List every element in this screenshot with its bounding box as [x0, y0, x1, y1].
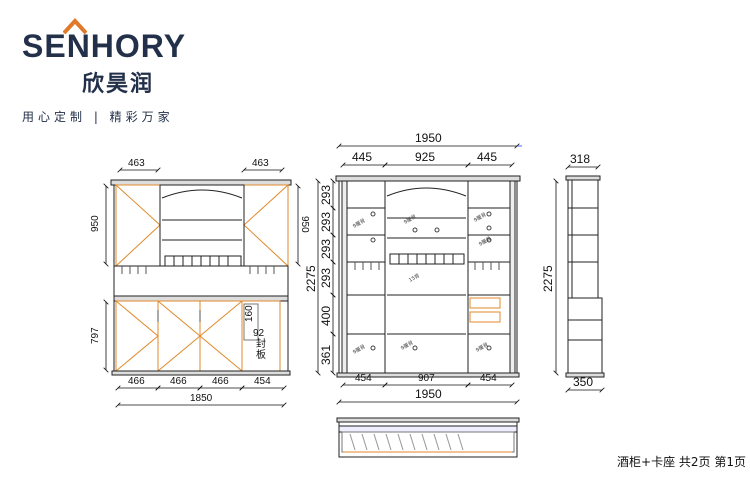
front-note-8: 9厘背 [475, 341, 490, 354]
left-total-width: 1850 [190, 393, 213, 404]
left-bottom-width-3: 466 [212, 376, 229, 387]
slogan: 用心定制 | 精彩万家 [22, 110, 174, 124]
left-upper-height: 950 [90, 215, 101, 232]
plan-view [336, 417, 520, 458]
front-note-1: 9厘背 [352, 217, 367, 230]
left-upper-height-right: 950 [299, 216, 310, 233]
front-shelf-height-5: 400 [319, 306, 333, 326]
front-note-2: 9厘背 [403, 213, 418, 226]
brand-logo: SENHORY 欣昊润 用心定制 | 精彩万家 [22, 8, 222, 128]
front-note-6: 9厘背 [352, 343, 367, 356]
side-elevation [565, 175, 605, 378]
front-bottom-width-2: 907 [418, 373, 435, 384]
left-bottom-width-2: 466 [170, 376, 187, 387]
side-height: 2275 [541, 265, 555, 292]
front-dimensions [318, 146, 522, 402]
left-panel-label-2: 板 [256, 348, 266, 361]
front-upper-total: 2275 [304, 265, 318, 292]
left-dimensions [106, 170, 298, 405]
front-section-width-2: 925 [415, 150, 435, 164]
front-note-4: 9厘背 [478, 235, 493, 248]
side-depth-top: 318 [570, 152, 590, 166]
front-bottom-width-3: 454 [480, 373, 497, 384]
side-depth-bottom: 350 [573, 375, 593, 389]
front-note-5: 15背 [408, 272, 421, 284]
roof-icon [63, 18, 87, 34]
left-elevation [110, 179, 292, 376]
left-panel-label-1: 封 [256, 337, 266, 350]
left-lower-height: 797 [90, 327, 101, 344]
front-total-width-bottom: 1950 [415, 387, 442, 401]
left-small-dim-2: 92 [253, 328, 265, 339]
front-shelf-height-4: 293 [319, 268, 333, 288]
front-note-3: 9厘背 [473, 211, 488, 224]
front-shelf-height-3: 293 [319, 239, 333, 259]
front-shelf-height-6: 361 [319, 345, 333, 365]
front-section-width-3: 445 [477, 150, 497, 164]
left-small-dim-1: 160 [244, 305, 255, 322]
front-bottom-width-1: 454 [355, 373, 372, 384]
left-top-width-2: 463 [252, 158, 269, 169]
front-total-width-top: 1950 [415, 131, 442, 145]
side-dimensions [556, 167, 602, 390]
front-note-7: 9厘背 [400, 339, 415, 352]
footer-page-info: 酒柜+卡座 共2页 第1页 [617, 455, 746, 469]
logo-text-en: SENHORY [22, 28, 187, 64]
front-elevation [335, 175, 521, 378]
left-bottom-width-4: 454 [254, 376, 271, 387]
left-top-width-1: 463 [128, 158, 145, 169]
front-section-width-1: 445 [352, 150, 372, 164]
front-shelf-height-2: 293 [319, 212, 333, 232]
logo-text-cn: 欣昊润 [82, 72, 155, 97]
left-bottom-width-1: 466 [128, 376, 145, 387]
front-shelf-height-1: 293 [319, 185, 333, 205]
